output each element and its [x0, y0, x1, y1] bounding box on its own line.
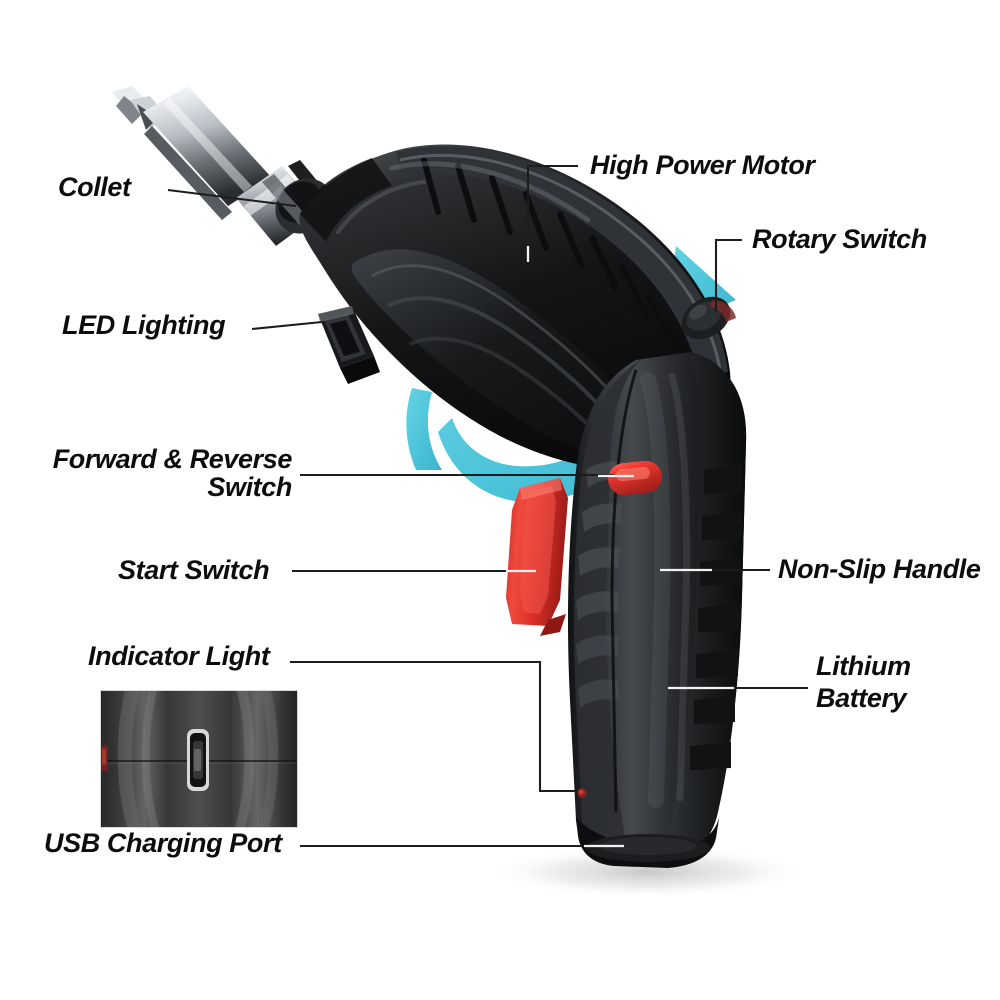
label-high-power-motor: High Power Motor [590, 150, 815, 180]
label-start-switch: Start Switch [118, 555, 270, 585]
label-forward-reverse-switch: Forward & Reverse Switch [52, 444, 293, 502]
usb-port-closeup-inset [100, 690, 298, 828]
label-collet: Collet [58, 172, 131, 202]
label-usb-charging-port: USB Charging Port [44, 828, 282, 858]
micro-usb-port [187, 729, 209, 791]
forward-reverse-button[interactable] [606, 459, 663, 496]
grip-ribs-rear [690, 466, 742, 770]
ground-shadow [488, 846, 808, 898]
label-led-lighting: LED Lighting [62, 310, 226, 340]
grip-ribs [576, 461, 624, 708]
inset-artwork [101, 691, 297, 827]
handle-grip [568, 352, 747, 868]
label-non-slip-handle: Non-Slip Handle [778, 554, 981, 584]
label-lithium-battery: Lithium Battery [816, 651, 911, 713]
start-switch-trigger[interactable] [506, 478, 568, 636]
driver-bit [112, 86, 272, 220]
inset-indicator-led [101, 745, 108, 771]
led-light-module [318, 306, 380, 384]
label-rotary-switch: Rotary Switch [752, 224, 927, 254]
label-indicator-light: Indicator Light [88, 641, 270, 671]
